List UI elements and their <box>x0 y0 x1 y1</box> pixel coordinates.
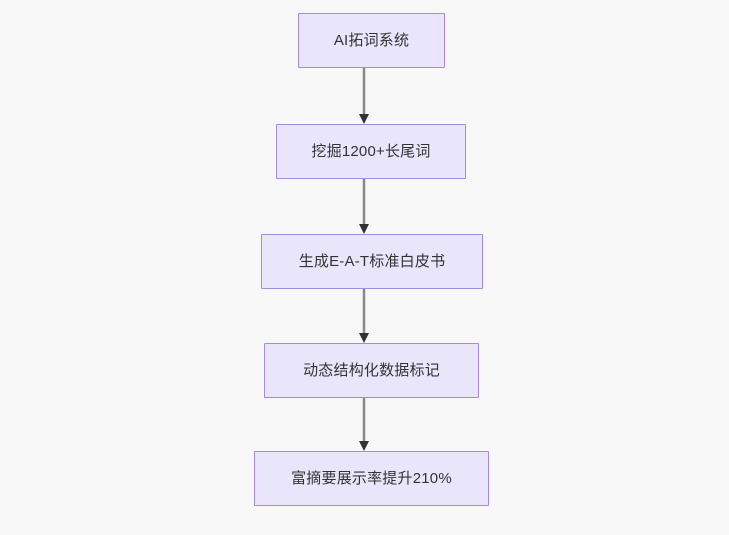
flow-node-mine-longtail-keywords[interactable]: 挖掘1200+长尾词 <box>276 124 466 179</box>
connector-n4-n5 <box>356 398 372 451</box>
flow-node-label: 生成E-A-T标准白皮书 <box>298 253 446 270</box>
flow-node-label: 动态结构化数据标记 <box>303 362 440 379</box>
connector-n3-n4 <box>356 289 372 343</box>
flow-node-label: AI拓词系统 <box>333 32 410 49</box>
flow-node-generate-eat-whitepaper[interactable]: 生成E-A-T标准白皮书 <box>261 234 483 289</box>
flow-node-label: 富摘要展示率提升210% <box>291 470 452 487</box>
flow-node-dynamic-structured-data-markup[interactable]: 动态结构化数据标记 <box>264 343 479 398</box>
flow-node-rich-snippet-impression-lift[interactable]: 富摘要展示率提升210% <box>254 451 489 506</box>
flow-node-label: 挖掘1200+长尾词 <box>311 143 431 160</box>
connector-n1-n2 <box>356 68 372 124</box>
flow-node-ai-keyword-system[interactable]: AI拓词系统 <box>298 13 445 68</box>
connector-n2-n3 <box>356 179 372 234</box>
